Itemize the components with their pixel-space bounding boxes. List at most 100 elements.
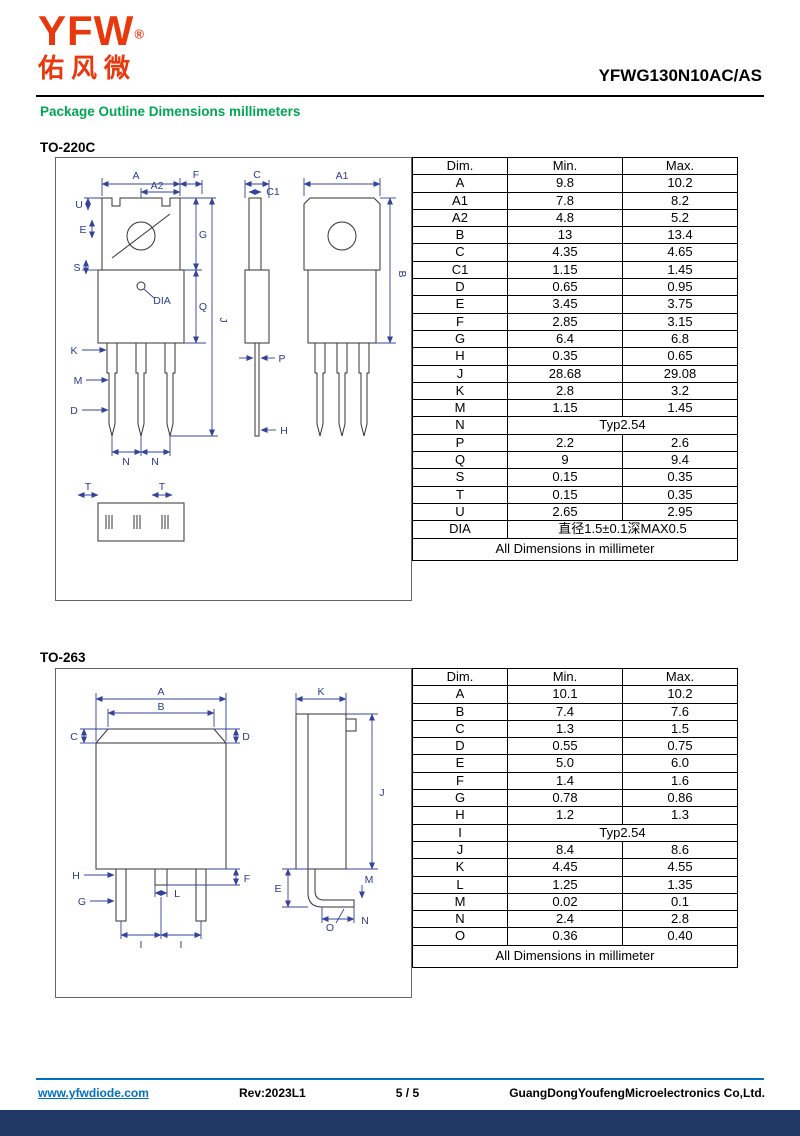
span-value-cell: 直径1.5±0.1深MAX0.5 [507,520,738,539]
min-cell: 2.65 [507,502,623,522]
min-cell: 4.35 [507,243,623,262]
dim-label-a2: A2 [151,180,164,192]
max-cell: 5.2 [622,208,738,228]
dim-cell: F [412,771,508,791]
header-rule [36,95,764,97]
max-cell: 1.5 [622,719,738,739]
dim-cell: O [412,927,508,946]
section-to220c: A A2 F U E S DIA [55,156,738,601]
to263-side-view [295,713,357,908]
max-cell: 10.2 [622,174,738,193]
dim-cell: S [412,468,508,487]
min-cell: 0.65 [507,278,623,297]
min-cell: 0.35 [507,347,623,366]
dim-cell: N [412,416,508,435]
table-header-cell: Min. [507,156,623,176]
part-number: YFWG130N10AC/AS [598,66,762,85]
dim-label-k: K [70,345,77,357]
to263-dimensions: A B C D F [70,686,384,951]
dim-cell: B [412,226,508,245]
dim-label-q: Q [199,301,207,313]
max-cell: 6.0 [622,754,738,773]
dim-label-t1: T [85,481,92,493]
min-cell: 8.4 [507,840,623,860]
dim-cell: P [412,433,508,453]
brand-logo-text: YFW [38,7,135,54]
max-cell: 1.45 [622,399,738,418]
dim-cell: C1 [412,260,508,280]
min-cell: 0.02 [507,892,623,912]
dim-label-n1: N [122,456,130,468]
registered-mark-icon: ® [134,26,144,42]
max-cell: 6.8 [622,329,738,349]
dim-cell: J [412,840,508,860]
dim-cell: D [412,278,508,297]
dim-cell: H [412,806,508,825]
page-subtitle: Package Outline Dimensions millimeters [40,104,301,119]
table-header-cell: Min. [507,667,623,687]
dim-label-j: J [217,317,229,322]
dim-label-d: D [242,731,250,743]
to263-drawing-box: A B C D F [55,668,412,998]
max-cell: 0.1 [622,892,738,912]
dim-label-n2: N [151,456,159,468]
min-cell: 7.8 [507,191,623,210]
dim-cell: A [412,174,508,193]
max-cell: 2.6 [622,433,738,453]
dim-cell: H [412,347,508,366]
max-cell: 8.6 [622,840,738,860]
dim-cell: L [412,875,508,894]
dim-cell: E [412,754,508,773]
min-cell: 0.55 [507,737,623,756]
max-cell: 0.86 [622,789,738,808]
min-cell: 9 [507,451,623,470]
max-cell: 2.95 [622,502,738,522]
footer-website-link[interactable]: www.yfwdiode.com [38,1086,149,1100]
min-cell: 0.36 [507,927,623,946]
min-cell: 0.15 [507,485,623,504]
footer-company: GuangDongYoufengMicroelectronics Co,Ltd. [509,1086,765,1100]
section-to263: A B C D F [55,667,738,998]
max-cell: 10.2 [622,685,738,704]
to220c-front-view [97,197,185,437]
to220c-bottom-view [97,502,185,542]
dim-label-f: F [244,873,250,885]
max-cell: 7.6 [622,702,738,721]
table-header-cell: Max. [622,667,738,687]
dim-cell: K [412,381,508,401]
dim-label-e: E [79,224,86,236]
to220c-back-view [303,197,381,437]
section-label-to220c: TO-220C [40,140,96,155]
dim-label-u: U [75,199,83,211]
dim-cell: J [412,364,508,383]
dim-label-g: G [78,896,86,908]
table-header-row: Dim.Min.Max. [412,667,738,687]
table-header-cell: Dim. [412,667,508,687]
dim-cell: C [412,243,508,262]
min-cell: 0.15 [507,468,623,487]
min-cell: 4.8 [507,208,623,228]
dim-label-m: M [74,375,83,387]
min-cell: 2.2 [507,433,623,453]
dim-label-b: B [157,701,164,713]
footer-revision: Rev:2023L1 [238,1086,306,1100]
brand-logo-chinese: 佑风微 [38,53,138,83]
